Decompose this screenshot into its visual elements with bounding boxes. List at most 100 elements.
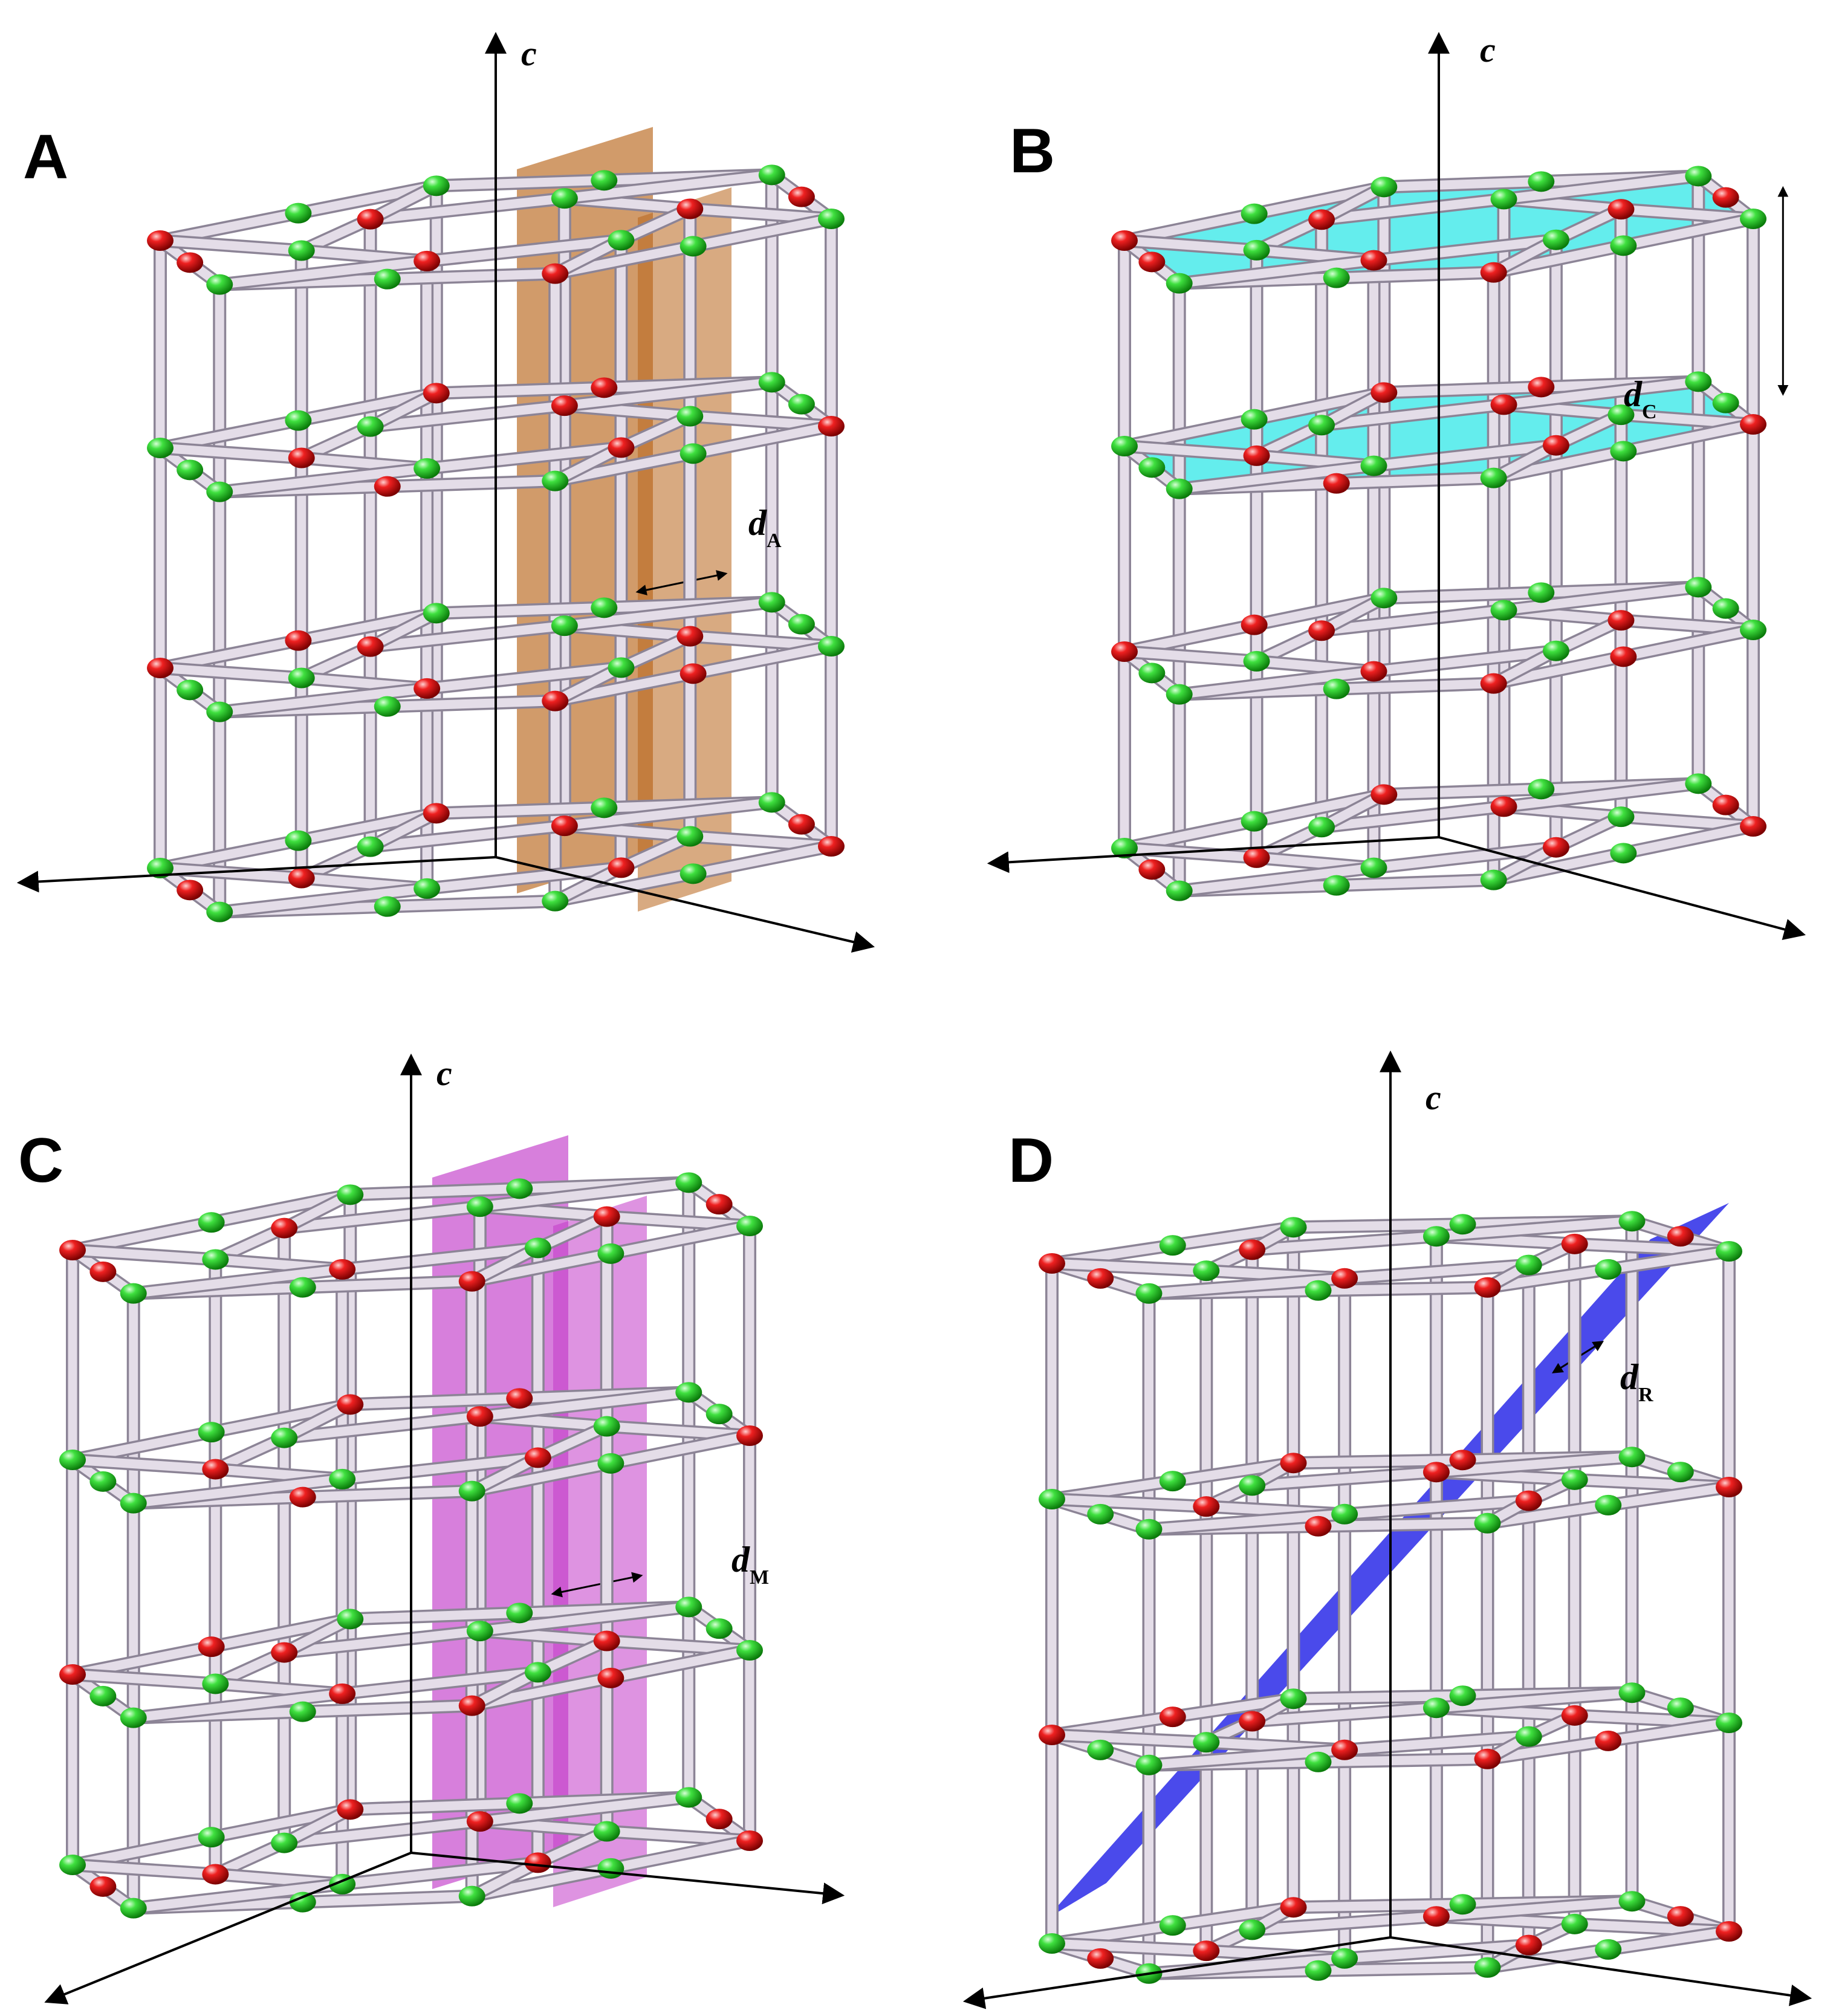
red-atom: [1243, 847, 1270, 868]
bond-highlight: [533, 1636, 612, 1677]
bond-highlight: [215, 464, 432, 497]
green-atom: [59, 1855, 86, 1875]
bond-highlight: [533, 1422, 612, 1462]
red-atom: [337, 1394, 364, 1415]
green-atom: [1618, 1211, 1646, 1232]
green-atom: [1449, 1685, 1476, 1706]
green-atom: [1528, 171, 1555, 192]
red-atom: [147, 658, 174, 678]
green-atom: [551, 615, 578, 637]
green-atom: [1360, 455, 1387, 476]
red-atom: [414, 250, 441, 271]
green-atom: [680, 443, 707, 464]
green-atom: [1138, 663, 1166, 684]
green-atom: [1239, 1475, 1266, 1496]
green-atom: [120, 1707, 147, 1728]
red-atom: [1422, 1462, 1450, 1483]
bond-highlight: [560, 597, 777, 630]
bond-highlight: [68, 1670, 220, 1688]
red-atom: [1280, 1453, 1307, 1474]
red-atom: [1561, 1705, 1588, 1726]
green-atom: [1166, 478, 1193, 499]
green-atom: [593, 1416, 620, 1437]
red-atom: [1193, 1940, 1220, 1962]
green-atom: [288, 240, 315, 261]
green-atom: [1087, 1503, 1114, 1525]
svg-text:d: d: [731, 1540, 750, 1580]
green-atom: [788, 394, 815, 415]
green-atom: [271, 1832, 298, 1853]
green-atom: [1138, 457, 1166, 478]
red-atom: [1490, 394, 1517, 415]
green-atom: [1241, 811, 1268, 832]
axes: [16, 31, 875, 953]
bond-highlight: [1120, 647, 1262, 666]
green-atom: [1607, 806, 1635, 828]
green-atom: [357, 836, 384, 857]
a2-axis-arrow: [410, 1852, 845, 1905]
svg-text:d: d: [748, 503, 767, 543]
red-atom: [1111, 641, 1138, 662]
green-atom: [1685, 577, 1712, 598]
red-atom: [177, 252, 204, 273]
red-atom: [1490, 796, 1517, 817]
green-atom: [198, 1212, 225, 1233]
bond-highlight: [155, 443, 307, 463]
panel-a-c-axis-label: c: [521, 34, 537, 73]
red-atom: [177, 880, 204, 901]
bond-highlight: [279, 1626, 485, 1658]
bond-highlight: [1120, 441, 1262, 461]
bond-highlight: [616, 831, 695, 872]
red-atom: [329, 1259, 356, 1280]
green-atom: [147, 438, 174, 458]
red-atom: [1111, 230, 1138, 251]
green-atom: [758, 792, 785, 813]
green-atom: [289, 1701, 316, 1722]
panel-d-letter: D: [1008, 1126, 1054, 1196]
bond-highlight: [1247, 1231, 1441, 1254]
prismatic-plane: [553, 1196, 647, 1907]
red-atom: [676, 626, 704, 647]
green-atom: [818, 636, 845, 656]
green-atom: [458, 1480, 485, 1502]
green-atom: [288, 667, 315, 689]
bond-highlight: [1432, 1896, 1637, 1921]
bond-highlight: [1047, 1259, 1211, 1275]
green-atom: [1243, 650, 1270, 672]
red-atom: [608, 437, 635, 458]
bond-highlight: [68, 1455, 220, 1474]
green-atom: [1716, 1241, 1742, 1262]
green-atom: [1111, 838, 1138, 858]
green-atom: [1474, 1512, 1501, 1534]
green-atom: [1474, 1957, 1501, 1978]
green-atom: [1712, 392, 1739, 413]
red-atom: [1280, 1897, 1307, 1918]
green-atom: [1449, 1214, 1476, 1235]
red-atom: [788, 814, 815, 835]
green-atom: [357, 416, 384, 437]
green-atom: [1280, 1217, 1307, 1238]
green-atom: [285, 203, 312, 224]
green-atom: [1193, 1732, 1220, 1753]
bond-highlight: [1247, 1703, 1441, 1726]
green-atom: [329, 1468, 356, 1489]
green-atom: [206, 274, 233, 295]
bond-highlight: [1340, 1940, 1534, 1963]
red-atom: [1243, 445, 1270, 466]
green-atom: [1480, 467, 1507, 488]
green-atom: [374, 896, 401, 917]
bond-highlight: [1144, 1954, 1349, 1979]
bond-highlight: [475, 1602, 693, 1636]
bond-highlight: [475, 1387, 693, 1421]
axes: [987, 31, 1806, 940]
green-atom: [1490, 600, 1517, 621]
panel-d-c-axis-label: c: [1426, 1078, 1441, 1117]
green-atom: [506, 1178, 533, 1199]
bond-highlight: [1047, 1730, 1211, 1747]
red-atom: [788, 186, 815, 207]
bond-highlight: [616, 411, 695, 452]
green-atom: [289, 1277, 316, 1298]
red-atom: [374, 476, 401, 497]
green-atom: [1685, 371, 1712, 392]
green-atom: [675, 1172, 702, 1193]
